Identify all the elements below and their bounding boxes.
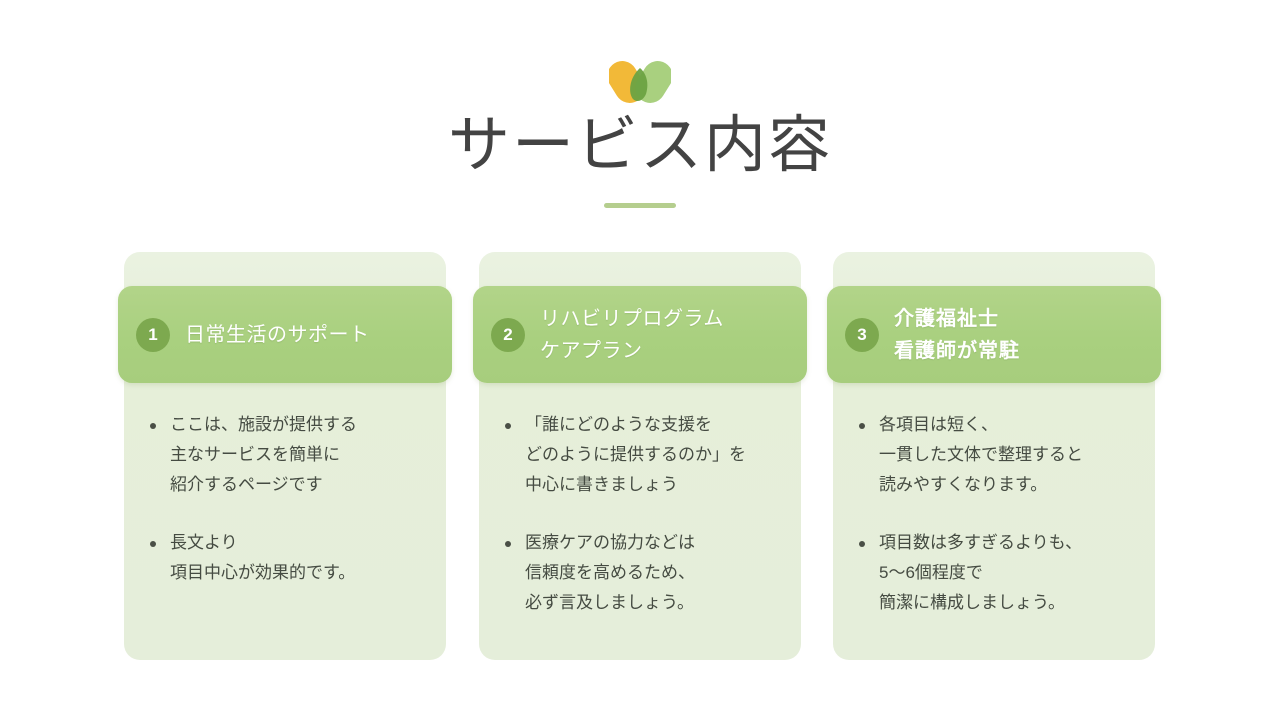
bullet-line: 医療ケアの協力などは [525,533,695,552]
brand-logo [0,55,1280,107]
list-item: 長文より 項目中心が効果的です。 [144,528,434,588]
two-petal-heart-icon [609,56,671,106]
card-body: 各項目は短く、 一貫した文体で整理すると 読みやすくなります。 項目数は多すぎる… [853,410,1143,618]
card-header: 1 日常生活のサポート [118,286,452,383]
card-header: 3 介護福祉士 看護師が常駐 [827,286,1161,383]
cards-row: 1 日常生活のサポート ここは、施設が提供する 主なサービスを簡単に 紹介するペ… [0,252,1280,662]
card-body: ここは、施設が提供する 主なサービスを簡単に 紹介するページです 長文より 項目… [144,410,434,588]
card-number-badge: 3 [845,317,879,352]
card-title: 介護福祉士 看護師が常駐 [894,303,1020,367]
bullet-line: 「誰にどのような支援を [525,415,712,434]
card-header: 2 リハビリプログラム ケアプラン [473,286,807,383]
service-card[interactable]: 3 介護福祉士 看護師が常駐 各項目は短く、 一貫した文体で整理すると 読みやす… [827,252,1161,660]
bullet-line: 長文より [170,533,238,552]
bullet-line: 中心に書きましょう [525,475,678,494]
bullet-line: 信頼度を高めるため、 [525,563,695,582]
bullet-line: 各項目は短く、 [879,415,998,434]
list-item: 「誰にどのような支援を どのように提供するのか」を 中心に書きましょう [499,410,789,500]
list-item: 各項目は短く、 一貫した文体で整理すると 読みやすくなります。 [853,410,1143,500]
card-number-badge: 2 [491,317,525,352]
bullet-line: 読みやすくなります。 [879,475,1048,494]
card-body: 「誰にどのような支援を どのように提供するのか」を 中心に書きましょう 医療ケア… [499,410,789,618]
list-item: ここは、施設が提供する 主なサービスを簡単に 紹介するページです [144,410,434,500]
bullet-line: 簡潔に構成しましょう。 [879,593,1065,612]
card-title: リハビリプログラム ケアプラン [540,303,724,367]
list-item: 項目数は多すぎるよりも、 5〜6個程度で 簡潔に構成しましょう。 [853,528,1143,618]
card-title-line: 看護師が常駐 [894,339,1020,362]
card-title-line: 介護福祉士 [894,307,999,330]
service-card[interactable]: 2 リハビリプログラム ケアプラン 「誰にどのような支援を どのように提供するの… [473,252,807,660]
bullet-line: 一貫した文体で整理すると [879,445,1083,464]
bullet-line: どのように提供するのか」を [525,445,746,464]
service-card[interactable]: 1 日常生活のサポート ここは、施設が提供する 主なサービスを簡単に 紹介するペ… [118,252,452,660]
card-number-badge: 1 [136,317,170,352]
bullet-line: 項目数は多すぎるよりも、 [879,533,1083,552]
bullet-line: 紹介するページです [170,475,323,494]
title-underline-rule [604,203,676,208]
card-title-line: 日常生活のサポート [185,323,370,346]
bullet-line: 項目中心が効果的です。 [170,563,356,582]
bullet-line: 5〜6個程度で [879,563,983,582]
list-item: 医療ケアの協力などは 信頼度を高めるため、 必ず言及しましょう。 [499,528,789,618]
card-title: 日常生活のサポート [185,319,370,351]
card-title-line: ケアプラン [540,339,643,362]
card-title-line: リハビリプログラム [540,307,724,330]
page-title: サービス内容 [447,111,832,180]
bullet-line: 主なサービスを簡単に [170,445,340,464]
bullet-line: ここは、施設が提供する [170,415,357,434]
bullet-line: 必ず言及しましょう。 [525,593,694,612]
